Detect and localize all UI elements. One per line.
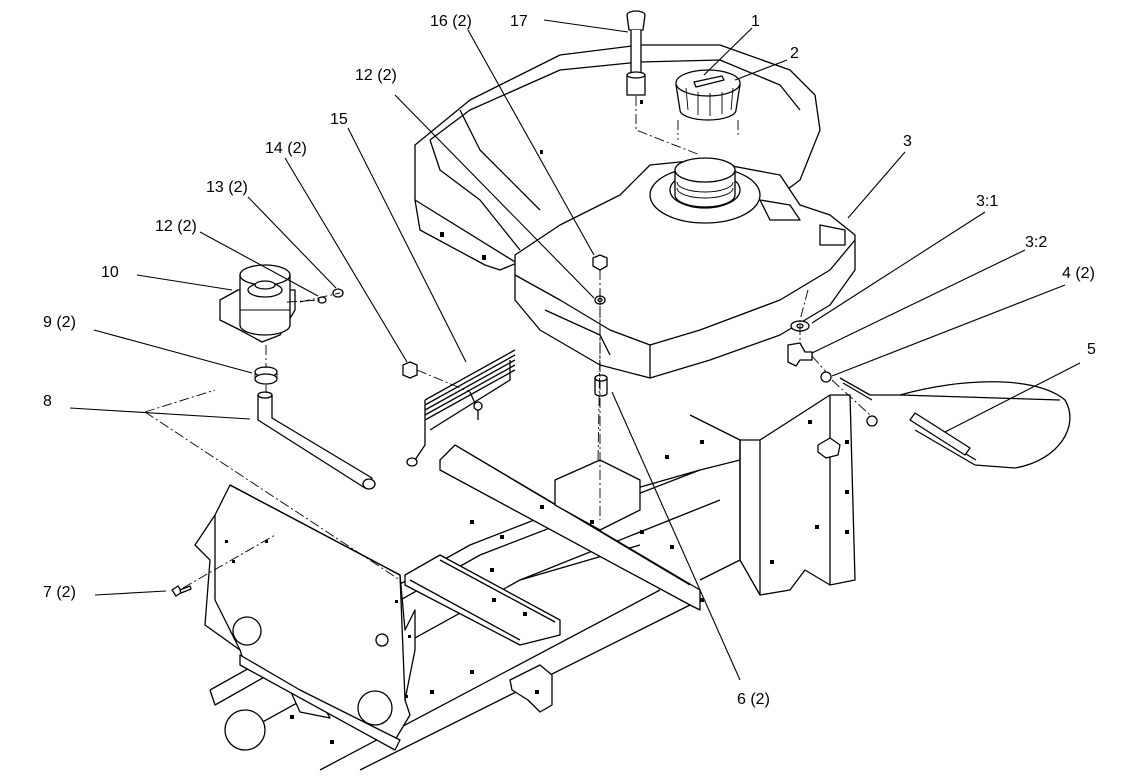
dipstick [626,10,646,96]
callout-4: 4 (2) [1062,265,1095,282]
callout-12a: 12 (2) [355,67,397,84]
callout-3: 3 [903,133,912,150]
hose [257,391,376,490]
callout-labels: 17 16 (2) 1 2 12 (2) 15 14 (2) 13 (2) 12… [43,13,1096,708]
callout-5: 5 [1087,341,1096,358]
bolt-14 [402,361,418,379]
callout-15: 15 [330,111,348,128]
wire-harness [406,349,516,467]
fuel-tank [514,157,856,379]
spacer-6 [594,374,608,397]
clamp-4a [820,371,832,383]
bolt-16 [592,254,608,271]
clamp-4b [866,415,878,427]
callout-13: 13 (2) [206,179,248,196]
callout-14: 14 (2) [265,140,307,157]
screw-7 [171,585,192,597]
fuel-cap [675,69,741,121]
callout-10: 10 [101,264,119,281]
callout-12b: 12 (2) [155,218,197,235]
assembly-lines [144,96,871,589]
fuel-shutoff-valve [817,437,841,459]
callout-17: 17 [510,13,528,30]
callout-1: 1 [751,13,760,30]
callout-6: 6 (2) [737,691,770,708]
callout-2: 2 [790,45,799,62]
callout-9: 9 (2) [43,314,76,331]
callout-8: 8 [43,393,52,410]
callout-7: 7 (2) [43,584,76,601]
callout-3-2: 3:2 [1025,234,1047,251]
callout-16: 16 (2) [430,13,472,30]
leader-lines [69,19,1081,681]
fitting-3-2 [787,342,813,367]
hose-clamp [254,366,278,385]
callout-3-1: 3:1 [976,193,998,210]
fuel-line [839,377,1071,469]
front-panel [194,484,416,751]
reservoir [219,264,296,343]
